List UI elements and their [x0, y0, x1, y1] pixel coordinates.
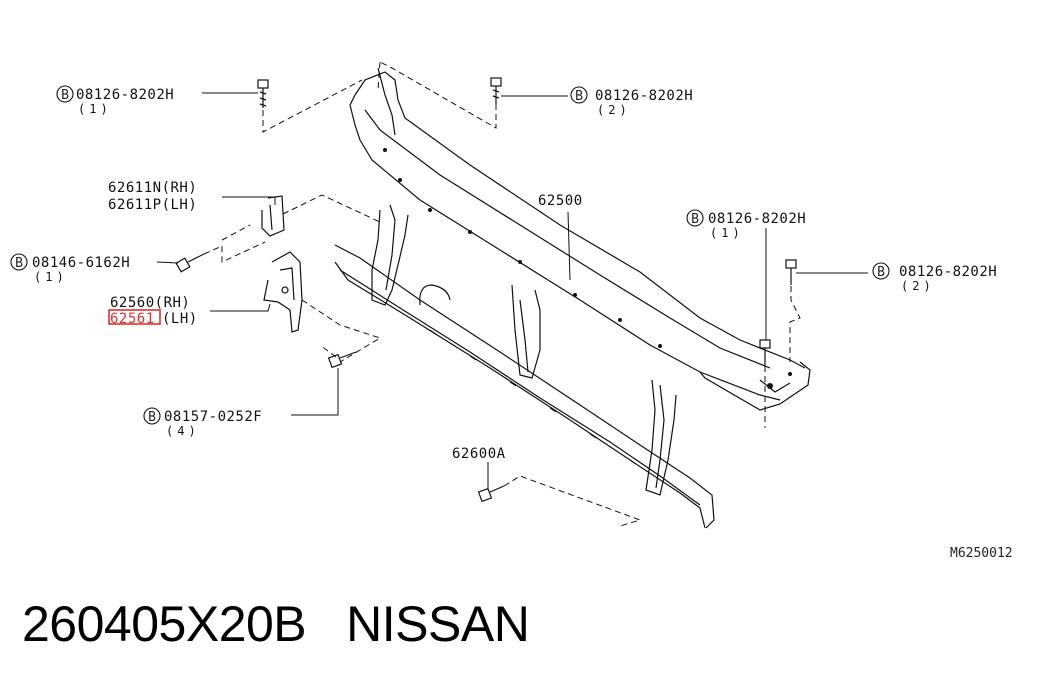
qty-bolt-top-left: (1)	[78, 102, 112, 116]
qty-bolt-right: (2)	[901, 279, 935, 293]
leader-lines	[156, 92, 868, 490]
bolt-symbol-icon	[570, 86, 588, 104]
bolt-icon-lower-left	[327, 351, 357, 369]
part-label-upper-bracket-rh: 62611N(RH)	[108, 180, 197, 196]
part-label-bolt-left: 08146-6162H	[32, 255, 130, 271]
part-label-upper-bracket-lh: 62611P(LH)	[108, 197, 197, 213]
qty-bolt-top-center: (2)	[597, 103, 631, 117]
part-label-bolt-lower-left: 08157-0252F	[164, 409, 262, 425]
lower-bracket-part	[263, 251, 303, 333]
core-support-frame	[334, 67, 811, 529]
bolt-symbol-icon	[56, 85, 74, 103]
bolt-icon-top-center	[490, 77, 502, 104]
bolt-symbol: B	[61, 88, 69, 103]
bolt-symbol-icon	[10, 253, 28, 271]
highlight-box	[108, 309, 161, 325]
part-label-bolt-right-upper: 08126-8202H	[708, 211, 806, 227]
footer-part-number: 260405X20B	[22, 596, 307, 652]
part-label-core-support: 62500	[538, 193, 583, 209]
footer-brand: NISSAN	[346, 596, 530, 652]
bolt-symbol: B	[15, 256, 23, 271]
part-label-bottom: 62600A	[452, 446, 506, 462]
part-label-bolt-top-center: 08126-8202H	[595, 88, 693, 104]
bolt-symbol: B	[575, 89, 583, 104]
bolt-icon-right	[785, 259, 797, 285]
footer-caption: 260405X20B NISSAN	[22, 595, 530, 653]
qty-bolt-left: (1)	[34, 270, 68, 284]
part-label-lower-bracket-lh-suffix: (LH)	[162, 311, 198, 327]
diagram-reference-code: M6250012	[950, 546, 1013, 561]
bolt-icon-bottom	[477, 485, 505, 503]
part-label-bolt-top-left: 08126-8202H	[76, 87, 174, 103]
part-label-lower-bracket-lh-highlighted: 62561	[110, 311, 155, 327]
part-label-bolt-right: 08126-8202H	[899, 264, 997, 280]
bolt-symbol: B	[691, 212, 699, 227]
upper-bracket-part	[261, 195, 285, 237]
bolt-icon-right-upper	[759, 339, 771, 366]
exploded-parts-diagram: B 08126-8202H (1) B 08126-8202H (2) 6261…	[10, 61, 1013, 561]
bolt-symbol-icon	[872, 262, 890, 280]
bolt-icon-left	[175, 253, 205, 273]
qty-bolt-right-upper: (1)	[710, 226, 744, 240]
part-label-lower-bracket-rh: 62560(RH)	[110, 295, 190, 311]
bolt-icon-top-left	[257, 79, 269, 108]
bolt-symbol: B	[148, 410, 156, 425]
bolt-symbol-icon	[143, 407, 161, 425]
bolt-symbol-icon	[686, 209, 704, 227]
qty-bolt-lower-left: (4)	[166, 424, 200, 438]
assembly-lines	[203, 61, 801, 527]
bolt-symbol: B	[877, 265, 885, 280]
